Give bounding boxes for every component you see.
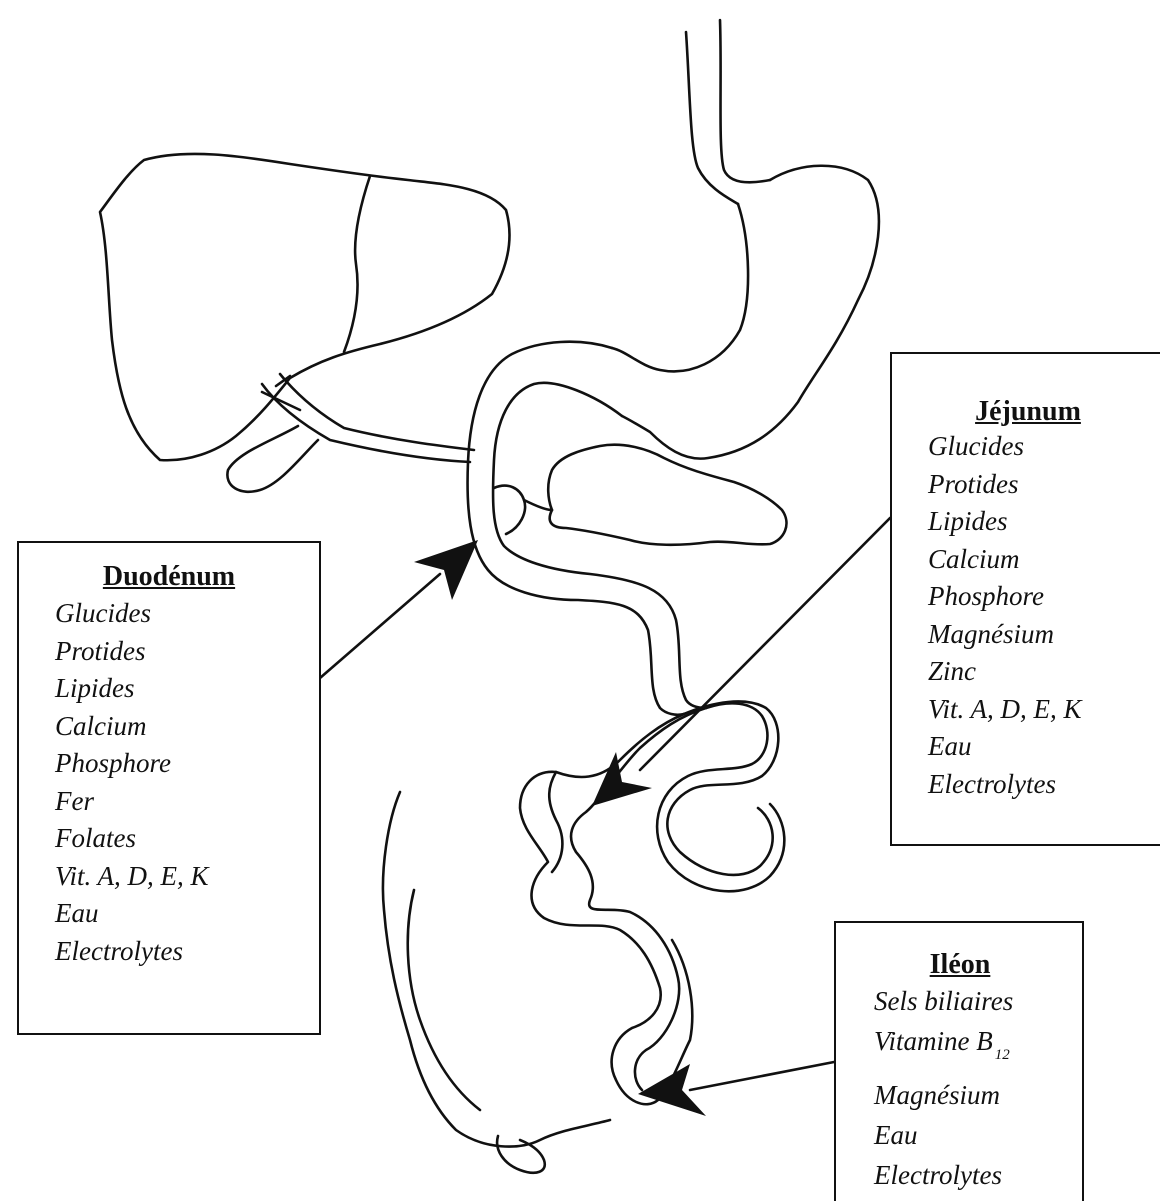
jejunum-item: Lipides [928, 503, 1160, 541]
esophagus [686, 20, 770, 204]
jejunum-item: Protides [928, 466, 1160, 504]
duodenum-item: Phosphore [55, 745, 319, 783]
jejunum-nutrient-list: Glucides Protides Lipides Calcium Phosph… [928, 428, 1160, 803]
ileon-item: Eau [874, 1115, 1082, 1155]
pointer-ileon [638, 1062, 834, 1116]
ileon-vitamin-label: Vitamine B [874, 1026, 993, 1056]
duodenum-item: Fer [55, 783, 319, 821]
small-intestine-coils [520, 701, 784, 1104]
gallbladder-and-bile-ducts [227, 374, 474, 492]
ileon-item: Electrolytes [874, 1155, 1082, 1195]
duodenum-item: Electrolytes [55, 933, 319, 971]
jejunum-item: Zinc [928, 653, 1160, 691]
duodenum-item: Eau [55, 895, 319, 933]
duodenum-item: Vit. A, D, E, K [55, 858, 319, 896]
jejunum-item: Vit. A, D, E, K [928, 691, 1160, 729]
duodenum-item: Glucides [55, 595, 319, 633]
ileon-nutrient-list: Sels biliaires Vitamine B12 Magnésium Ea… [874, 981, 1082, 1195]
duodenum-item: Lipides [55, 670, 319, 708]
pointer-jejunum [592, 518, 890, 806]
arrowhead-jejunum [592, 752, 652, 806]
ileon-item: Magnésium [874, 1075, 1082, 1115]
duodenum-item: Calcium [55, 708, 319, 746]
duodenum-tube [468, 342, 706, 715]
duodenum-title: Duodénum [55, 561, 283, 593]
duodenum-nutrient-list: Glucides Protides Lipides Calcium Phosph… [55, 595, 319, 970]
ileon-vitamin-subscript: 12 [995, 1047, 1010, 1063]
ileon-title: Iléon [874, 949, 1046, 981]
liver [100, 154, 510, 460]
ileon-item: Sels biliaires [874, 981, 1082, 1021]
jejunum-title: Jéjunum [928, 396, 1128, 428]
pointer-duodenum [320, 540, 478, 678]
ileon-box: Iléon Sels biliaires Vitamine B12 Magnés… [834, 921, 1084, 1201]
pancreas [548, 445, 786, 545]
stomach [612, 166, 879, 459]
duodenum-box: Duodénum Glucides Protides Lipides Calci… [17, 541, 321, 1035]
jejunum-item: Phosphore [928, 578, 1160, 616]
duodenum-item: Protides [55, 633, 319, 671]
jejunum-item: Glucides [928, 428, 1160, 466]
jejunum-item: Electrolytes [928, 766, 1160, 804]
jejunum-box: Jéjunum Glucides Protides Lipides Calciu… [890, 352, 1160, 846]
duodenum-item: Folates [55, 820, 319, 858]
jejunum-item: Calcium [928, 541, 1160, 579]
jejunum-item: Eau [928, 728, 1160, 766]
jejunum-item: Magnésium [928, 616, 1160, 654]
colon [383, 792, 610, 1147]
ileon-item-vitamin: Vitamine B12 [874, 1021, 1082, 1075]
arrowhead-duodenum [414, 540, 478, 600]
